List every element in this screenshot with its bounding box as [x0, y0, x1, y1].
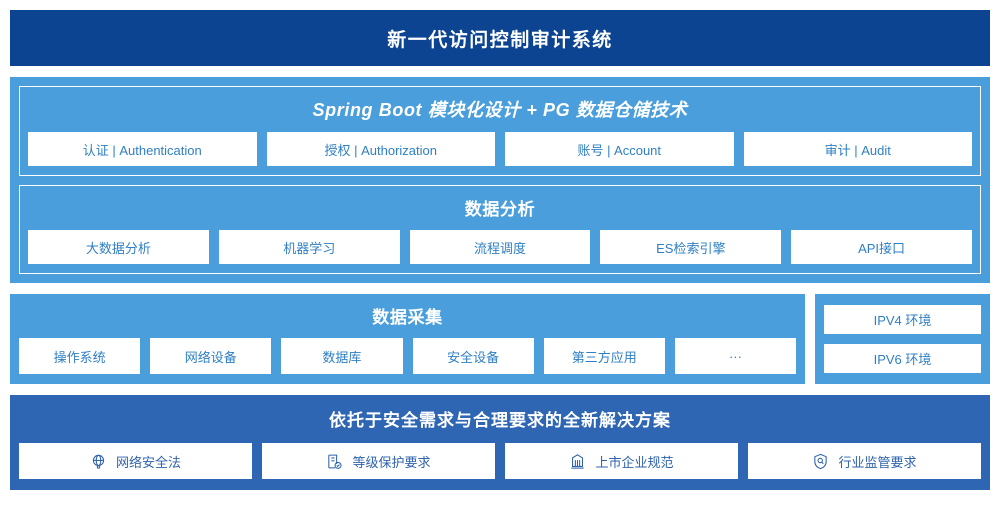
solution-label-listed-enterprise: 上市企业规范: [595, 454, 674, 470]
solution-title: 依托于安全需求与合理要求的全新解决方案: [329, 411, 671, 430]
group-title-spring-boot: Spring Boot 模块化设计 + PG 数据仓储技术: [312, 100, 688, 120]
tile-ipv4-environment[interactable]: IPV4 环境: [824, 305, 981, 334]
tile-account[interactable]: 账号 | Account: [505, 132, 734, 166]
solution-tile-grading-protection[interactable]: 等级保护要求: [262, 443, 495, 479]
tile-database[interactable]: 数据库: [281, 338, 403, 374]
tile-ipv6-environment[interactable]: IPV6 环境: [824, 344, 981, 373]
data-collection-row: 数据采集 操作系统 网络设备 数据库 安全设备 第三方应用 ··· IPV4 环…: [10, 294, 990, 384]
tile-network-device[interactable]: 网络设备: [150, 338, 272, 374]
tile-row-spring-boot: 认证 | Authentication 授权 | Authorization 账…: [28, 132, 972, 166]
shield-search-icon: [812, 453, 829, 470]
tile-third-party-app[interactable]: 第三方应用: [543, 338, 665, 374]
architecture-panel: Spring Boot 模块化设计 + PG 数据仓储技术 认证 | Authe…: [10, 77, 990, 283]
tile-api-interface[interactable]: API接口: [791, 230, 972, 264]
tile-big-data-analysis[interactable]: 大数据分析: [28, 230, 209, 264]
group-title-data-analysis: 数据分析: [464, 200, 536, 219]
tile-authentication[interactable]: 认证 | Authentication: [28, 132, 257, 166]
solution-panel: 依托于安全需求与合理要求的全新解决方案 网络安全法: [10, 395, 990, 490]
solution-tile-cybersecurity-law[interactable]: 网络安全法: [19, 443, 252, 479]
tile-more-ellipsis[interactable]: ···: [674, 338, 797, 374]
tile-operating-system[interactable]: 操作系统: [19, 338, 141, 374]
tile-row-data-analysis: 大数据分析 机器学习 流程调度 ES检索引擎 API接口: [28, 230, 972, 264]
environment-panel: IPV4 环境 IPV6 环境: [815, 294, 990, 384]
tile-audit[interactable]: 审计 | Audit: [743, 132, 972, 166]
tile-process-scheduling[interactable]: 流程调度: [409, 230, 591, 264]
document-check-icon: [326, 453, 343, 470]
solution-tile-industry-regulation[interactable]: 行业监管要求: [748, 443, 981, 479]
page-header: 新一代访问控制审计系统: [10, 10, 990, 66]
tile-es-search-engine[interactable]: ES检索引擎: [600, 230, 782, 264]
tile-row-data-collection: 操作系统 网络设备 数据库 安全设备 第三方应用 ···: [19, 338, 797, 374]
solution-label-grading-protection: 等级保护要求: [352, 454, 431, 470]
group-data-analysis: 数据分析 大数据分析 机器学习 流程调度 ES检索引擎 API接口: [19, 185, 981, 274]
solution-tile-listed-enterprise[interactable]: 上市企业规范: [505, 443, 738, 479]
solution-label-industry-regulation: 行业监管要求: [838, 454, 917, 470]
group-title-data-collection: 数据采集: [372, 308, 443, 327]
group-spring-boot: Spring Boot 模块化设计 + PG 数据仓储技术 认证 | Authe…: [19, 86, 981, 176]
tile-authorization[interactable]: 授权 | Authorization: [266, 132, 495, 166]
bank-building-icon: [569, 453, 586, 470]
tile-security-device[interactable]: 安全设备: [412, 338, 534, 374]
page-title: 新一代访问控制审计系统: [387, 29, 613, 51]
data-collection-panel: 数据采集 操作系统 网络设备 数据库 安全设备 第三方应用 ···: [10, 294, 805, 384]
globe-network-icon: [90, 453, 107, 470]
solution-label-cybersecurity-law: 网络安全法: [115, 454, 181, 470]
solution-row: 网络安全法 等级保护要求: [19, 443, 981, 479]
tile-machine-learning[interactable]: 机器学习: [218, 230, 400, 264]
